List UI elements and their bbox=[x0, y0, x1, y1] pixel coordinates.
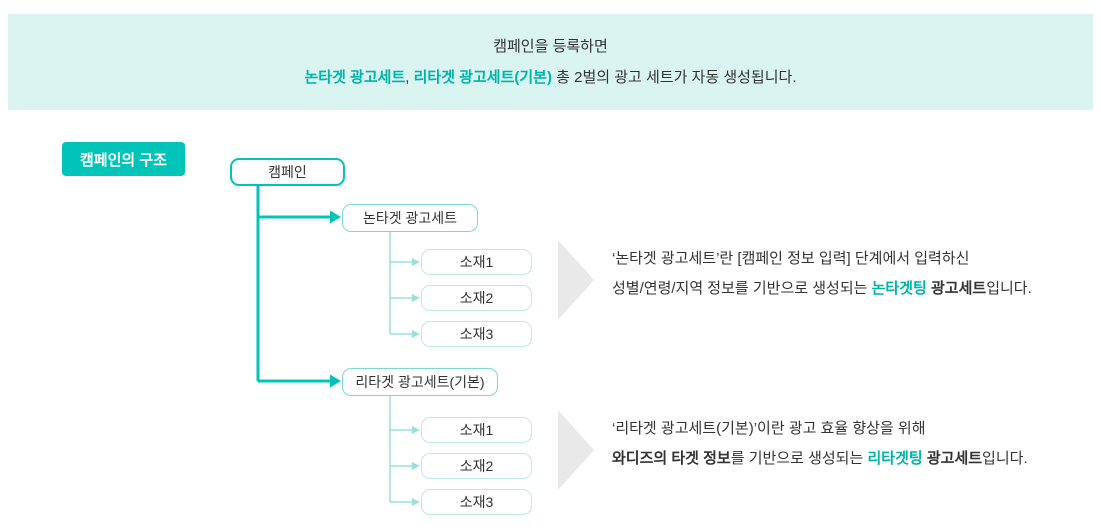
annotation-highlight: 리타겟팅 bbox=[867, 450, 927, 467]
creative-node: 소재1 bbox=[421, 249, 532, 275]
annotation-text: 를 기반으로 생성되는 bbox=[730, 450, 868, 467]
banner-line2: 논타겟 광고세트, 리타겟 광고세트(기본) 총 2벌의 광고 세트가 자동 생… bbox=[8, 62, 1093, 93]
campaign-node: 캠페인 bbox=[230, 158, 345, 186]
annotation-bold: 와디즈의 타겟 정보 bbox=[612, 450, 731, 467]
banner-line1: 캠페인을 등록하면 bbox=[493, 38, 608, 55]
annotation-highlight: 논타겟팅 bbox=[871, 280, 931, 297]
creative-node: 소재3 bbox=[421, 489, 532, 515]
annotation-bold: 광고세트 bbox=[930, 280, 987, 297]
creative-node: 소재3 bbox=[421, 321, 532, 347]
pointer-chevron-icon bbox=[558, 240, 594, 320]
creative-node: 소재1 bbox=[421, 417, 532, 443]
main-arrowheads bbox=[330, 210, 341, 388]
retarget-annotation: ‘리타겟 광고세트(기본)’이란 광고 효율 향상을 위해 와디즈의 타겟 정보… bbox=[612, 414, 1028, 474]
annotation-line1: ‘리타겟 광고세트(기본)’이란 광고 효율 향상을 위해 bbox=[612, 420, 926, 437]
sub-connector-group1 bbox=[389, 232, 413, 335]
notice-banner: 캠페인을 등록하면 논타겟 광고세트, 리타겟 광고세트(기본) 총 2벌의 광… bbox=[8, 14, 1093, 110]
banner-text: 총 2벌의 광고 세트가 자동 생성됩니다. bbox=[551, 69, 797, 86]
sub-arrowheads-group2 bbox=[412, 426, 420, 506]
creative-node: 소재2 bbox=[421, 453, 532, 479]
sub-arrowheads-group1 bbox=[412, 258, 420, 338]
nontarget-adset-node: 논타겟 광고세트 bbox=[342, 204, 478, 232]
structure-title-badge: 캠페인의 구조 bbox=[62, 142, 185, 176]
main-connector bbox=[256, 186, 331, 383]
annotation-line1: ‘논타겟 광고세트’란 [캠페인 정보 입력] 단계에서 입력하신 bbox=[612, 250, 970, 267]
annotation-text: 입니다. bbox=[982, 450, 1028, 467]
pointer-chevron-icon bbox=[558, 410, 594, 490]
banner-text: , bbox=[405, 69, 414, 86]
annotation-text: 성별/연령/지역 정보를 기반으로 생성되는 bbox=[612, 280, 872, 297]
annotation-line2: 와디즈의 타겟 정보를 기반으로 생성되는 리타겟팅 광고세트입니다. bbox=[612, 444, 1028, 474]
nontarget-annotation: ‘논타겟 광고세트’란 [캠페인 정보 입력] 단계에서 입력하신 성별/연령/… bbox=[612, 244, 1032, 304]
annotation-text: 입니다. bbox=[986, 280, 1032, 297]
annotation-line2: 성별/연령/지역 정보를 기반으로 생성되는 논타겟팅 광고세트입니다. bbox=[612, 274, 1032, 304]
sub-connector-group2 bbox=[389, 396, 413, 503]
banner-highlight-retarget: 리타겟 광고세트(기본) bbox=[413, 69, 552, 86]
banner-highlight-nontarget: 논타겟 광고세트 bbox=[304, 69, 406, 86]
retarget-adset-node: 리타겟 광고세트(기본) bbox=[342, 368, 498, 396]
annotation-bold: 광고세트 bbox=[926, 450, 983, 467]
creative-node: 소재2 bbox=[421, 285, 532, 311]
